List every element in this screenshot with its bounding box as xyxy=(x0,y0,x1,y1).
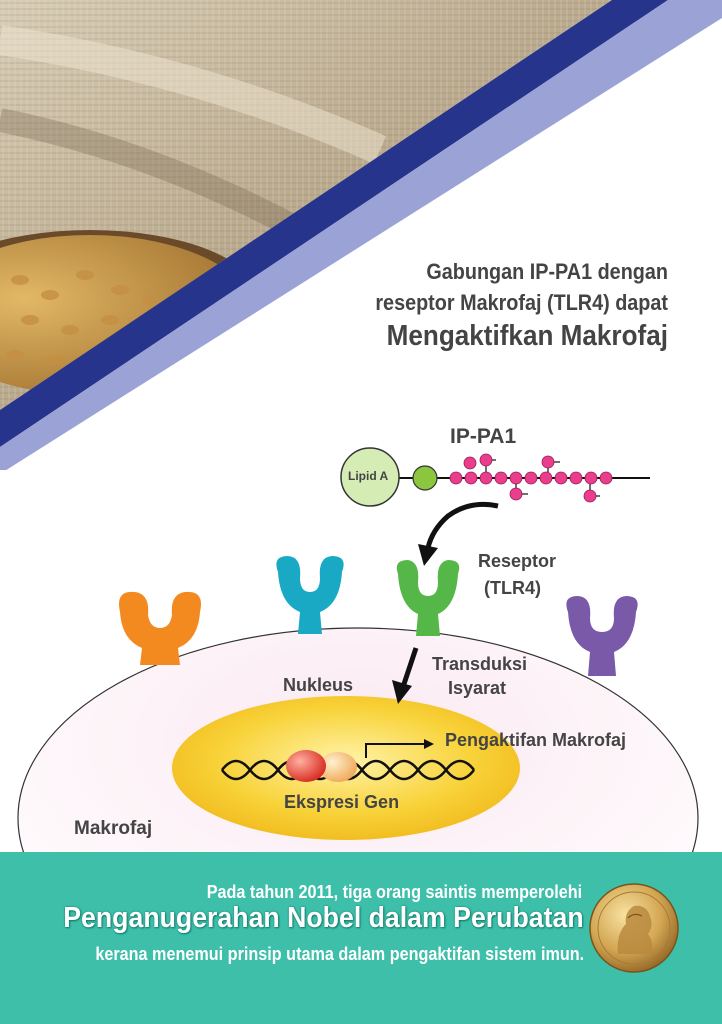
lipid-a-label: Lipid A xyxy=(348,469,389,483)
transduction-arrowhead xyxy=(392,680,412,704)
core-sugar-circle xyxy=(412,465,438,491)
footer-intro: Pada tahun 2011, tiga orang saintis memp… xyxy=(206,882,582,902)
lipid-a-circle xyxy=(340,447,400,507)
grain-kernels xyxy=(6,270,159,365)
footer-title: Penganugerahan Nobel dalam Perubatan xyxy=(63,902,584,934)
ip-pa1-label: IP-PA1 xyxy=(450,425,517,448)
macrophage-label: Makrofaj xyxy=(74,818,153,839)
headline-line-2: reseptor Makrofaj (TLR4) dapat xyxy=(375,290,668,315)
signal-label: Isyarat xyxy=(448,678,507,698)
nobel-medal-icon xyxy=(589,883,679,973)
transcription-factor-ball xyxy=(286,750,326,782)
polymerase-ball xyxy=(319,752,357,782)
activation-label: Pengaktifan Makrofaj xyxy=(445,730,627,750)
gene-expression-label: Ekspresi Gen xyxy=(284,792,400,812)
receptor-purple xyxy=(566,596,638,676)
binding-arrow xyxy=(425,501,499,549)
polysaccharide-beads xyxy=(449,453,613,503)
headline: Gabungan IP-PA1 dengan reseptor Makrofaj… xyxy=(248,256,668,354)
headline-title: Mengaktifkan Makrofaj xyxy=(386,320,668,352)
nucleus-label: Nukleus xyxy=(283,675,354,695)
headline-line-1: Gabungan IP-PA1 dengan xyxy=(426,259,668,284)
receptor-tlr4 xyxy=(396,560,460,636)
binding-arrowhead xyxy=(418,544,438,566)
lavender-stripe xyxy=(0,0,722,470)
activation-diagram xyxy=(17,447,699,860)
footer-banner: Pada tahun 2011, tiga orang saintis memp… xyxy=(0,852,722,1024)
transcription-arrow xyxy=(365,743,424,758)
receptor-orange xyxy=(119,591,201,665)
header-graphic xyxy=(0,0,722,470)
ip-pa1-molecule xyxy=(340,447,650,507)
receptor-tlr4-label: (TLR4) xyxy=(484,578,541,598)
transduction-arrow xyxy=(401,647,419,685)
footer-description: kerana menemui prinsip utama dalam penga… xyxy=(95,944,584,964)
receptor-blue xyxy=(276,556,344,634)
transcription-arrowhead xyxy=(424,739,434,749)
receptor-label: Reseptor xyxy=(478,551,557,571)
transduction-label: Transduksi xyxy=(432,654,528,674)
